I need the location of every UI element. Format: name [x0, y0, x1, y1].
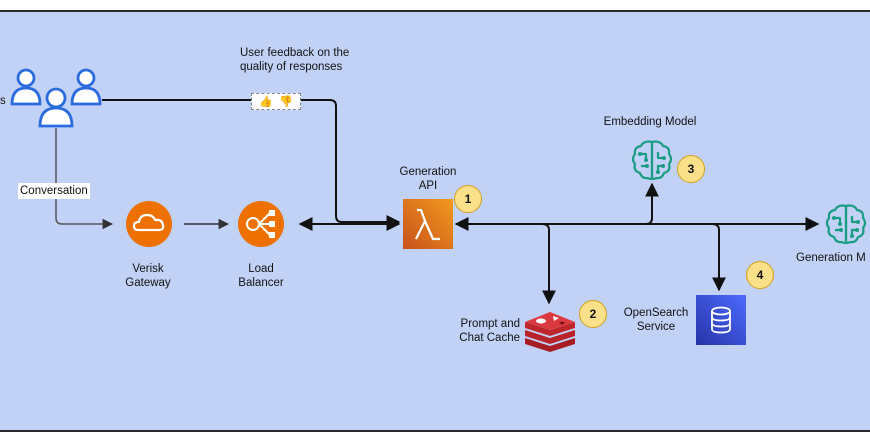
generation-model-brain-icon: [822, 200, 870, 253]
cache-label: Prompt and Chat Cache: [459, 318, 520, 344]
step-badge-3: 3: [677, 155, 705, 183]
generation-model-label: Generation M: [796, 252, 866, 264]
redis-icon: [523, 306, 577, 359]
opensearch-label: OpenSearch Service: [623, 307, 689, 333]
load-balancer-icon: [238, 201, 284, 252]
opensearch-database-icon: [696, 295, 746, 350]
embedding-model-label: Embedding Model: [603, 116, 697, 128]
gateway-cloud-icon: [126, 201, 172, 252]
api-to-embedding-connector: [645, 182, 659, 225]
users-group-icon: [8, 66, 108, 132]
api-to-cache-connector: [541, 223, 556, 305]
feedback-chip[interactable]: 👍 👎: [251, 93, 301, 110]
api-to-opensearch-connector: [711, 223, 726, 292]
conversation-label: Conversation: [18, 183, 90, 199]
load-balancer-label: Load Balancer: [238, 263, 284, 289]
lambda-icon: [403, 199, 453, 254]
thumbs-up-icon[interactable]: 👍: [259, 96, 273, 108]
conversation-connector: [55, 128, 114, 230]
gateway-label: Verisk Gateway: [125, 263, 171, 289]
embedding-brain-icon: [628, 136, 676, 189]
step-badge-2: 2: [579, 300, 607, 328]
step-badge-4: 4: [746, 261, 774, 289]
thumbs-down-icon[interactable]: 👎: [279, 96, 293, 108]
step-badge-1: 1: [454, 185, 482, 213]
users-label: s: [0, 95, 6, 107]
generation-api-label: Generation API: [399, 166, 457, 192]
feedback-label: User feedback on the quality of response…: [240, 47, 350, 73]
